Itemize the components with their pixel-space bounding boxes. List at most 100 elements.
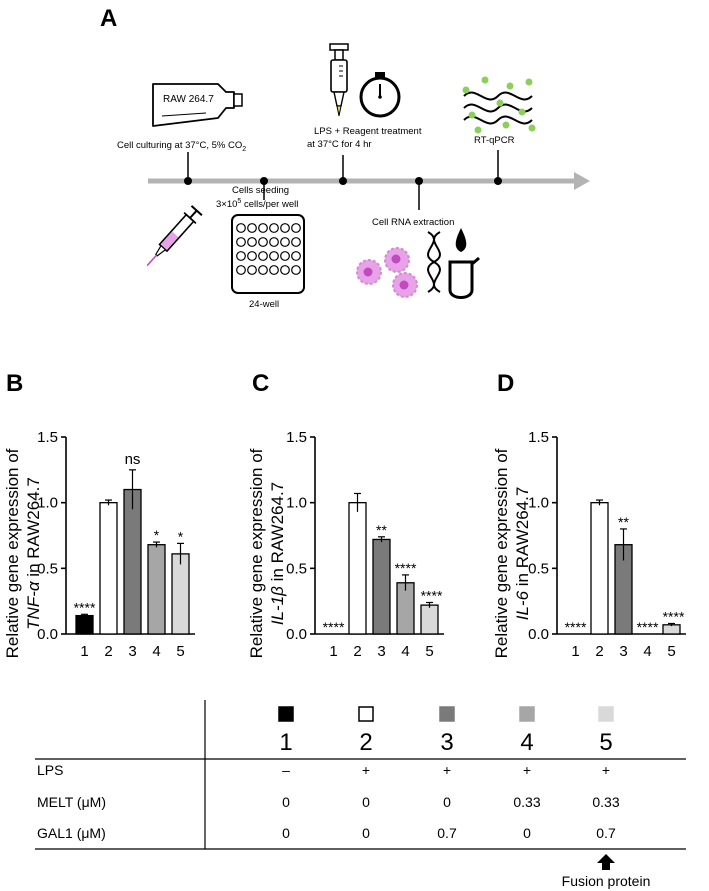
y-tick-label: 1.5: [286, 429, 307, 446]
up-arrow-icon: [597, 854, 615, 870]
plate-well: [247, 265, 257, 275]
y-tick-label: 0.5: [37, 560, 58, 577]
x-tick-label: 3: [377, 643, 385, 660]
x-tick-label: 1: [80, 643, 88, 660]
table-cell: +: [523, 762, 531, 778]
macrophage-cells-icon: [356, 247, 418, 298]
plate-well: [247, 223, 257, 233]
table-cell: 0: [443, 794, 451, 810]
y-tick-label: 0.5: [528, 560, 549, 577]
plate-well: [291, 251, 301, 261]
significance-label: ****: [637, 619, 659, 635]
table-cell: +: [443, 762, 451, 778]
x-tick-label: 4: [152, 643, 160, 660]
significance-label: ns: [125, 451, 141, 468]
y-axis-label-line2: IL-6 in RAW264.7: [513, 487, 532, 621]
table-cell: +: [362, 762, 370, 778]
y-tick-label: 0.0: [37, 626, 58, 643]
panel-label-c: C: [252, 370, 269, 397]
dna-helix-icon: [427, 231, 441, 293]
step2-line2: 3×105 cells/per well: [216, 198, 298, 210]
significance-label: ****: [565, 619, 587, 635]
x-tick-label: 1: [329, 643, 337, 660]
fusion-protein-note: Fusion protein: [562, 873, 651, 889]
table-row-label: LPS: [37, 762, 63, 778]
bar: [75, 614, 94, 635]
plate-well: [236, 223, 246, 233]
y-axis-label-line1: Relative gene expression of: [247, 448, 266, 658]
y-tick-label: 1.0: [528, 495, 549, 512]
y-axis-label-line2: TNF-α in RAW264.7: [24, 477, 43, 630]
table-column-header: 1: [279, 729, 292, 756]
plate-well: [258, 223, 268, 233]
x-tick-label: 4: [643, 643, 651, 660]
plate-well: [258, 237, 268, 247]
bar: [171, 553, 190, 635]
significance-label: *: [154, 527, 160, 543]
table-cell: 0.33: [592, 794, 619, 810]
significance-label: ****: [663, 608, 685, 624]
plate-well: [247, 237, 257, 247]
significance-label: **: [618, 514, 629, 530]
y-tick-label: 0.0: [528, 626, 549, 643]
y-axis-label-tail: in RAW264.7: [268, 482, 287, 586]
significance-label: **: [376, 522, 387, 538]
y-axis-gene-name: IL-1β: [268, 586, 287, 625]
table-row-label: MELT (μM): [37, 794, 106, 810]
significance-label: ****: [421, 587, 443, 603]
x-tick-label: 3: [128, 643, 136, 660]
legend-swatch: [358, 706, 374, 722]
legend-swatch: [278, 706, 294, 722]
y-tick-label: 0.5: [286, 560, 307, 577]
flask-label: RAW 264.7: [163, 94, 214, 105]
syringe-icon: [146, 205, 203, 267]
plate-label: 24-well: [249, 299, 279, 310]
plate-well: [269, 265, 279, 275]
plate-well: [236, 265, 246, 275]
plate-well: [291, 237, 301, 247]
plate-well: [280, 223, 290, 233]
y-tick-label: 1.0: [37, 495, 58, 512]
significance-label: ****: [395, 560, 417, 576]
plate-well: [280, 237, 290, 247]
significance-label: ****: [74, 599, 96, 615]
y-axis-label-line1: Relative gene expression of: [492, 448, 511, 658]
y-axis-label-line2: IL-1β in RAW264.7: [268, 482, 287, 625]
step3-line2: at 37°C for 4 hr: [307, 139, 372, 150]
table-cell: 0: [523, 825, 531, 841]
x-tick-label: 4: [401, 643, 409, 660]
pipette-icon: [329, 43, 349, 117]
table-cell: 0.7: [596, 825, 616, 841]
plate-well: [269, 237, 279, 247]
table-cell: 0.33: [513, 794, 540, 810]
x-tick-label: 3: [619, 643, 627, 660]
plate-well: [258, 251, 268, 261]
plate-well: [291, 223, 301, 233]
y-axis-gene-name: TNF-α: [24, 580, 43, 630]
x-tick-label: 2: [104, 643, 112, 660]
y-tick-label: 1.0: [286, 495, 307, 512]
plate-well: [247, 251, 257, 261]
panel-label-d: D: [497, 370, 514, 397]
plate-well: [280, 251, 290, 261]
step5-label: RT-qPCR: [474, 135, 515, 146]
legend-swatch: [598, 706, 614, 722]
plate-well: [269, 223, 279, 233]
table-cell: 0: [362, 825, 370, 841]
legend-swatch: [439, 706, 455, 722]
table-column-header: 3: [440, 729, 453, 756]
table-column-header: 5: [599, 729, 612, 756]
table-cell: 0.7: [437, 825, 457, 841]
table-column-header: 2: [359, 729, 372, 756]
plate-well: [236, 237, 246, 247]
panel-label-b: B: [6, 370, 23, 397]
y-axis-label-line1: Relative gene expression of: [3, 448, 22, 658]
step1-label: Cell culturing at 37°C, 5% CO2: [117, 140, 246, 153]
significance-label: ****: [323, 619, 345, 635]
table-cell: 0: [282, 794, 290, 810]
